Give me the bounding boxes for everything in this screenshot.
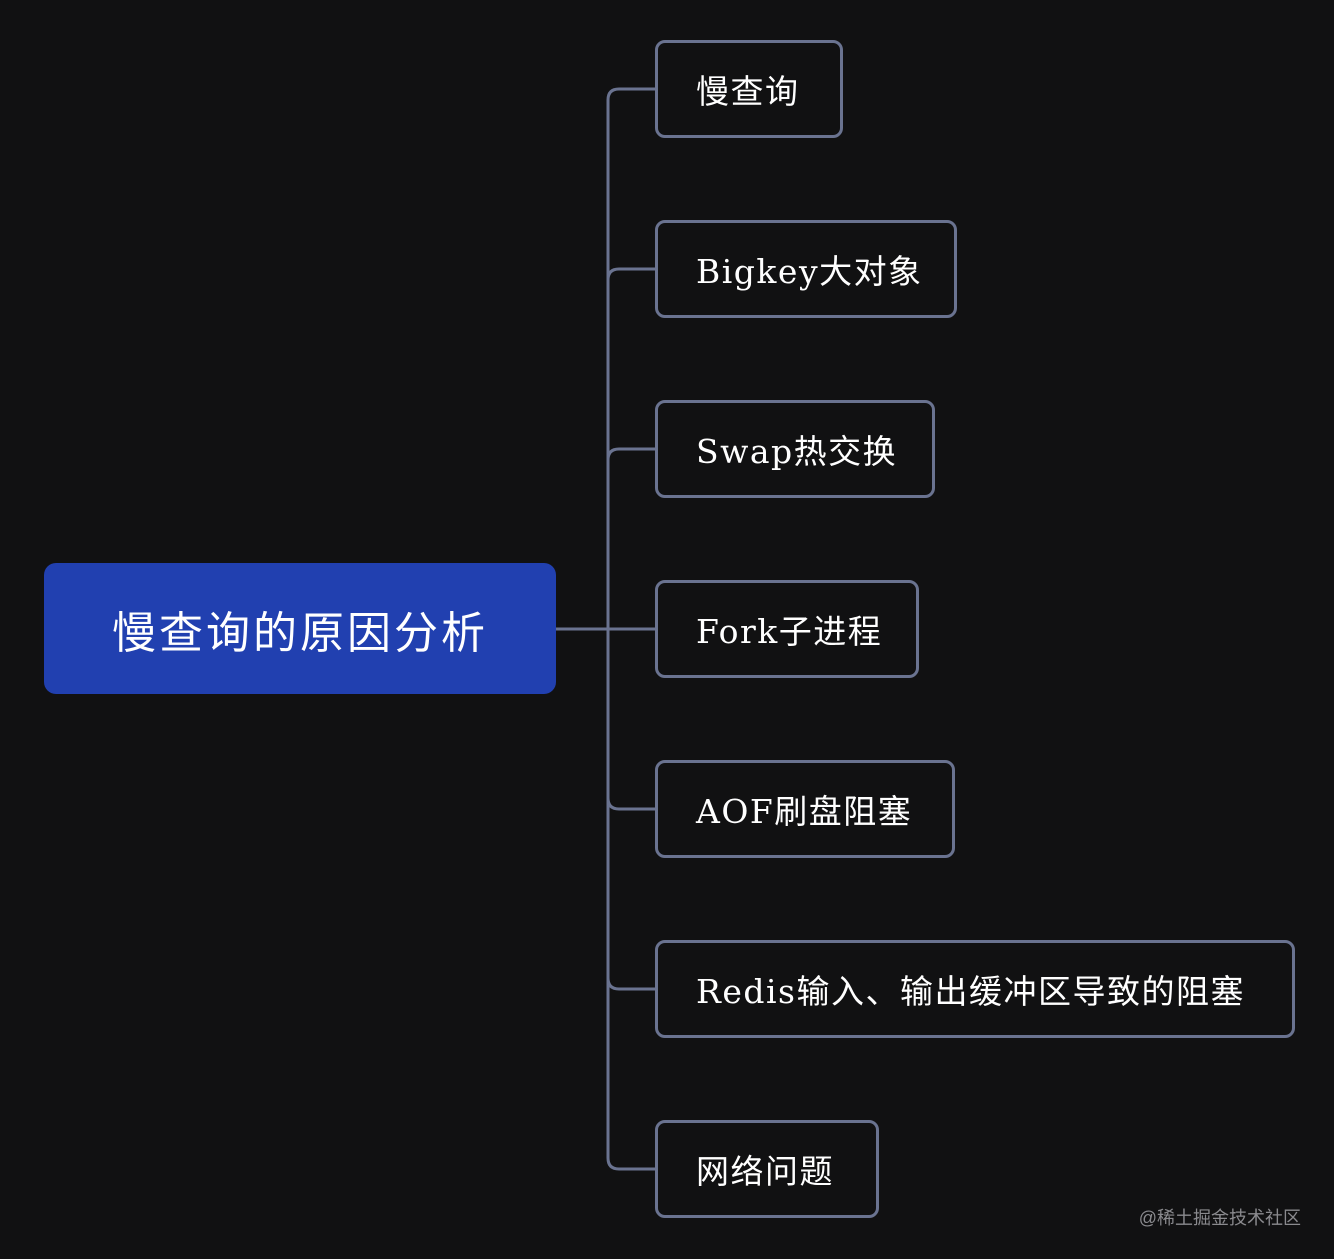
child-label: AOF刷盘阻塞 xyxy=(696,792,913,831)
child-label: 慢查询 xyxy=(696,72,800,111)
child-node-bigkey[interactable]: Bigkey大对象 xyxy=(655,220,957,318)
root-label: 慢查询的原因分析 xyxy=(112,607,488,659)
child-node-network[interactable]: 网络问题 xyxy=(655,1120,879,1218)
child-node-swap[interactable]: Swap热交换 xyxy=(655,400,935,498)
child-label: 网络问题 xyxy=(696,1152,834,1191)
trunk-line xyxy=(606,87,655,1171)
child-node-fork[interactable]: Fork子进程 xyxy=(655,580,919,678)
child-label: Fork子进程 xyxy=(696,612,883,651)
branch-line-6 xyxy=(606,977,655,991)
child-label: Redis输入、输出缓冲区导致的阻塞 xyxy=(696,972,1245,1011)
root-node[interactable]: 慢查询的原因分析 xyxy=(44,563,556,694)
child-node-slow-query[interactable]: 慢查询 xyxy=(655,40,843,138)
branch-line-5 xyxy=(606,797,655,811)
child-label: Swap热交换 xyxy=(696,432,898,471)
child-label: Bigkey大对象 xyxy=(696,252,923,291)
branch-line-2 xyxy=(606,267,655,281)
child-node-aof[interactable]: AOF刷盘阻塞 xyxy=(655,760,955,858)
child-node-buffer[interactable]: Redis输入、输出缓冲区导致的阻塞 xyxy=(655,940,1295,1038)
watermark: @稀土掘金技术社区 xyxy=(1138,1208,1301,1228)
branch-line-3 xyxy=(606,447,655,461)
